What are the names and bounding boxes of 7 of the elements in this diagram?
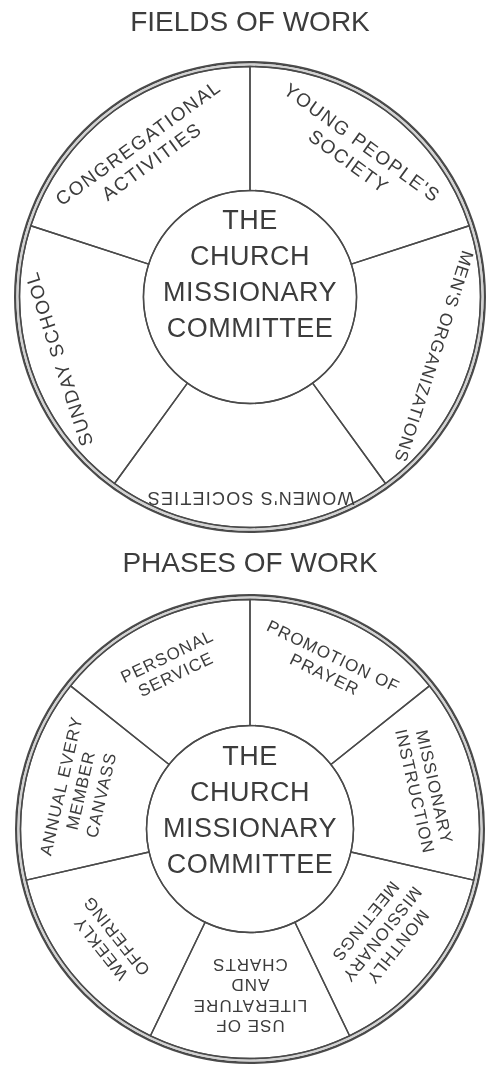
center-label: THE CHURCH MISSIONARY COMMITTEE	[162, 740, 338, 881]
center-label: THE CHURCH MISSIONARY COMMITTEE	[162, 204, 338, 345]
segment-label: USE OF LITERATURE AND CHARTS	[192, 953, 308, 1035]
segment-label: WOMEN'S SOCIETIES	[145, 486, 355, 508]
diagram-heading: PHASES OF WORK	[122, 547, 378, 580]
ring-segment	[113, 382, 387, 529]
diagram-heading: FIELDS OF WORK	[130, 6, 370, 39]
